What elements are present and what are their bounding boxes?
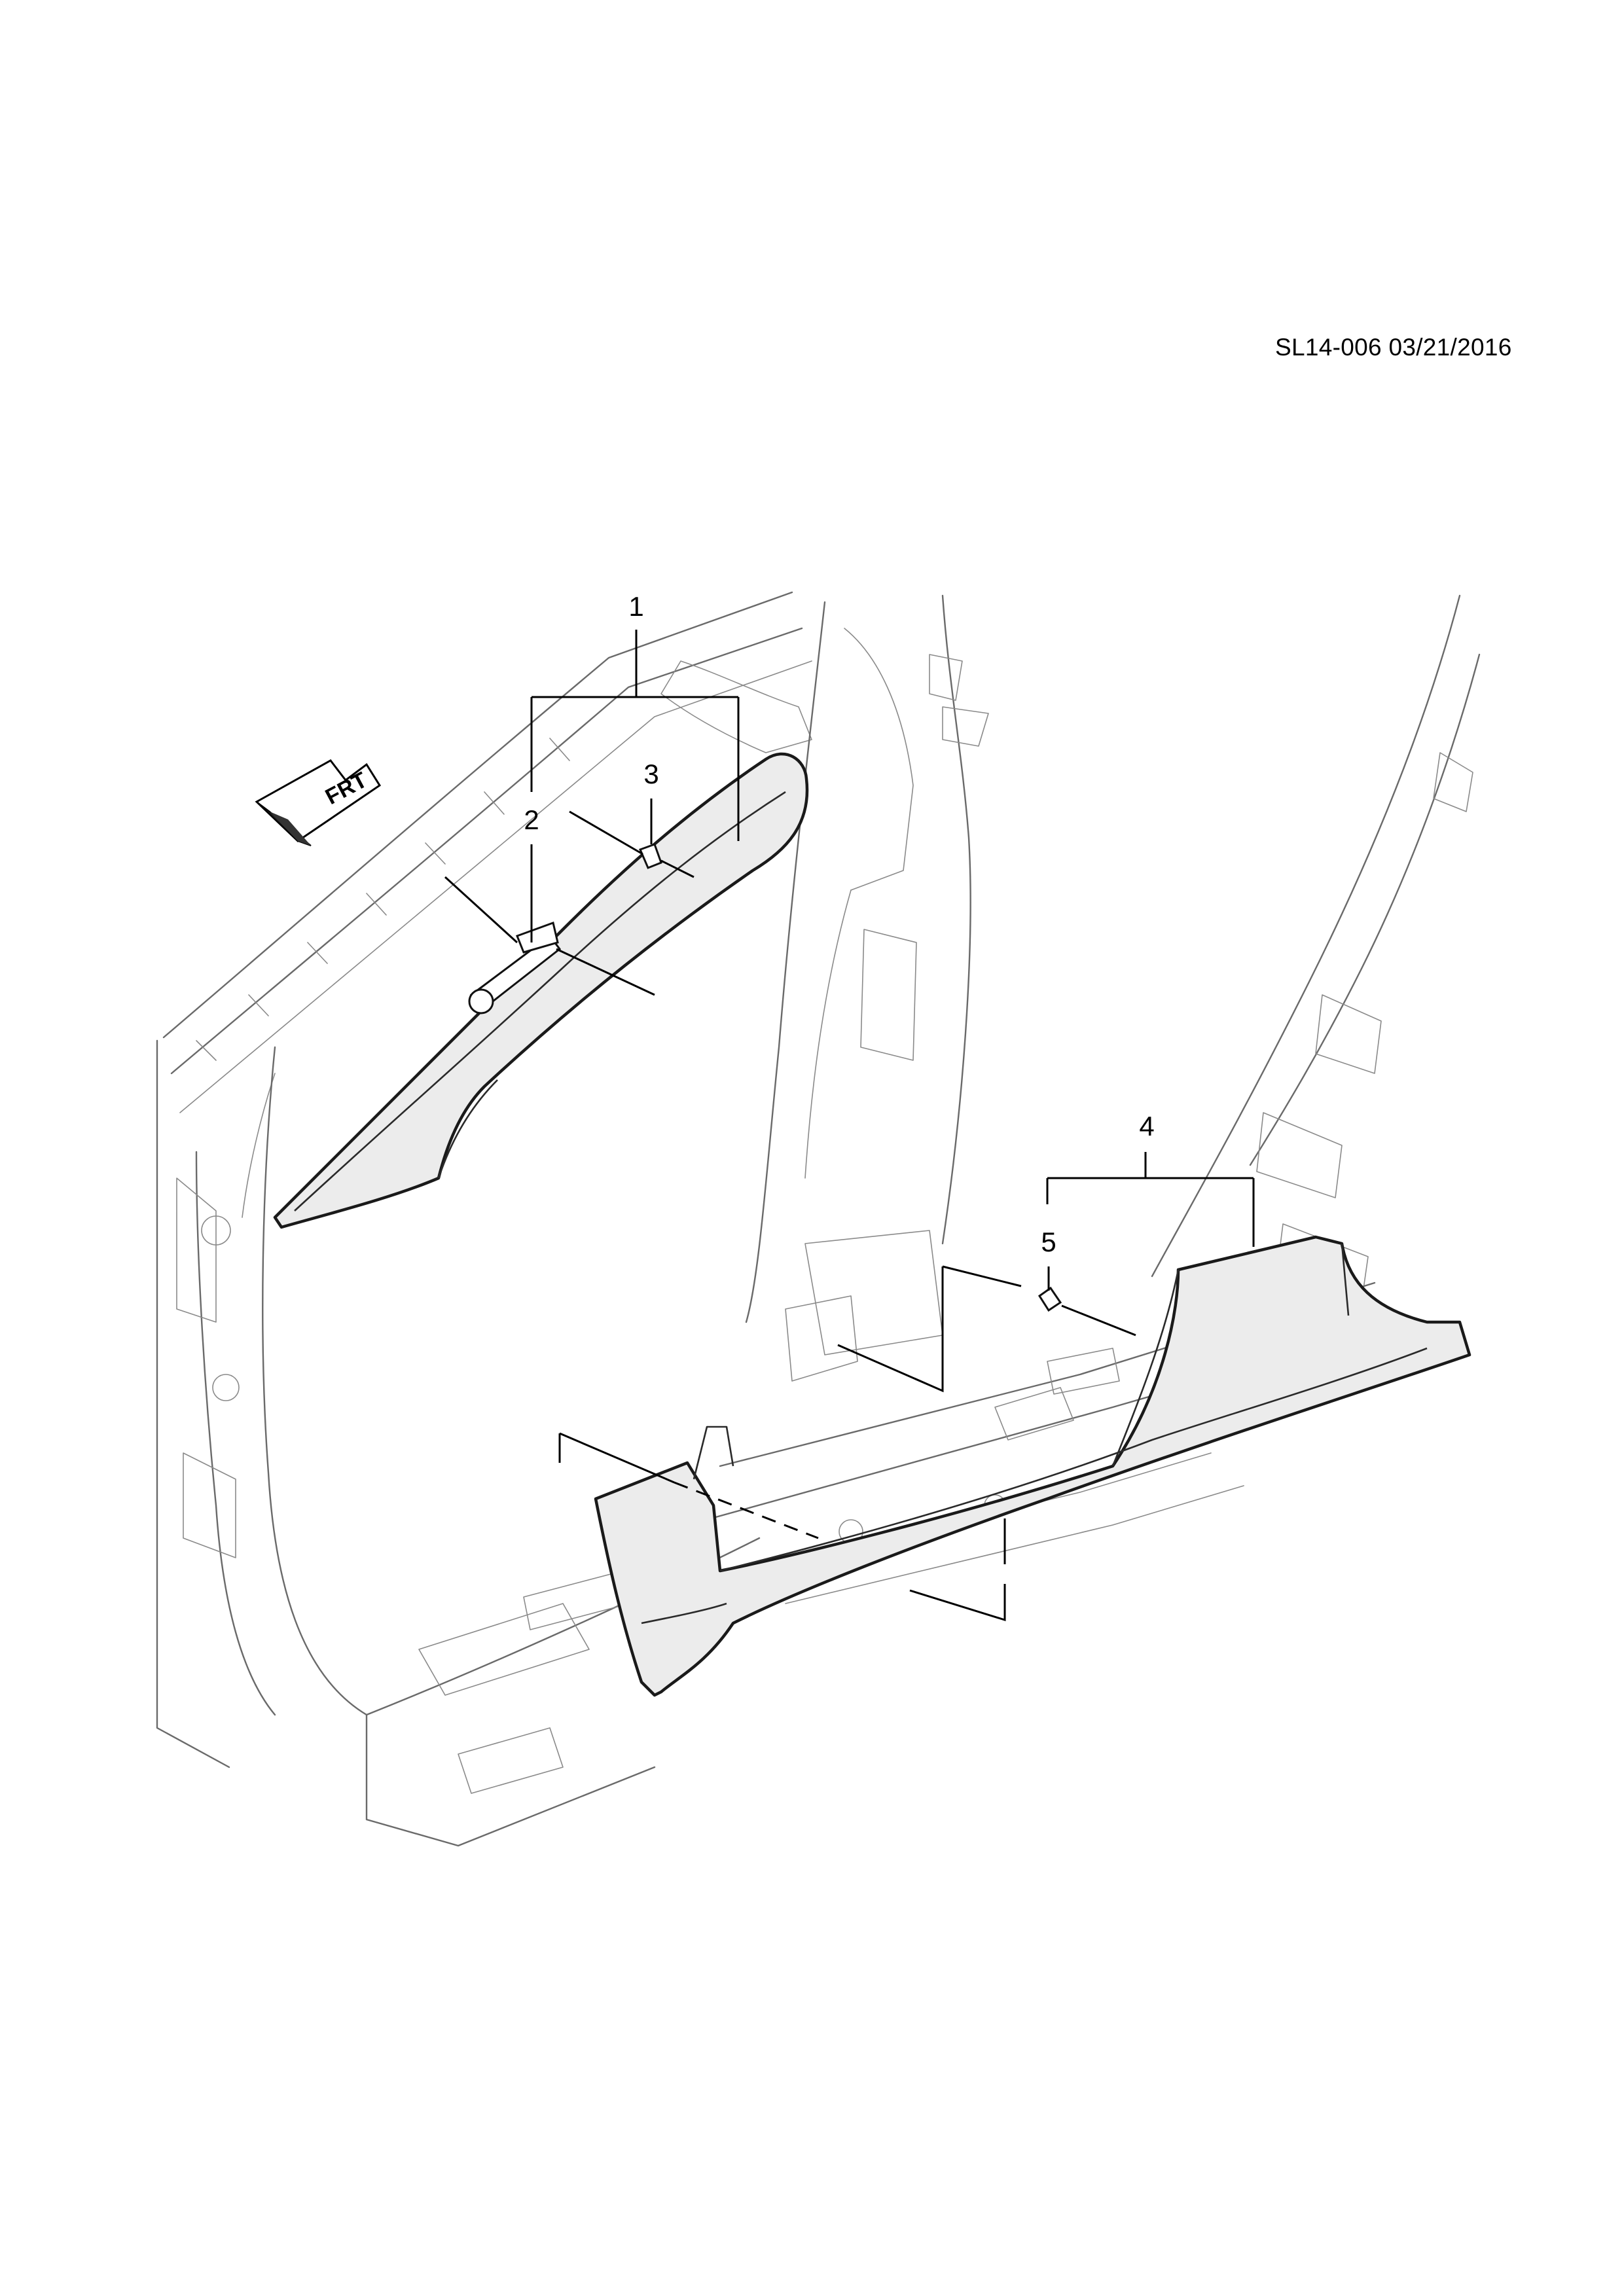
door-sill-trim-panel [594,1235,1471,1697]
document-id-date: SL14-006 03/21/2016 [1275,334,1512,361]
clip [638,843,662,869]
callout-2: 2 [524,804,539,835]
callout-3: 3 [643,759,659,789]
callout-5: 5 [1041,1227,1056,1257]
vehicle-body-structure [156,591,1481,1847]
retainer-clip [468,922,562,1014]
front-direction-arrow-icon [255,759,382,846]
retainer [1038,1286,1062,1312]
leader-lines [444,630,1255,1622]
callout-4: 4 [1139,1111,1155,1141]
callout-1: 1 [628,591,644,622]
a-pillar-trim-panel [273,752,809,1229]
